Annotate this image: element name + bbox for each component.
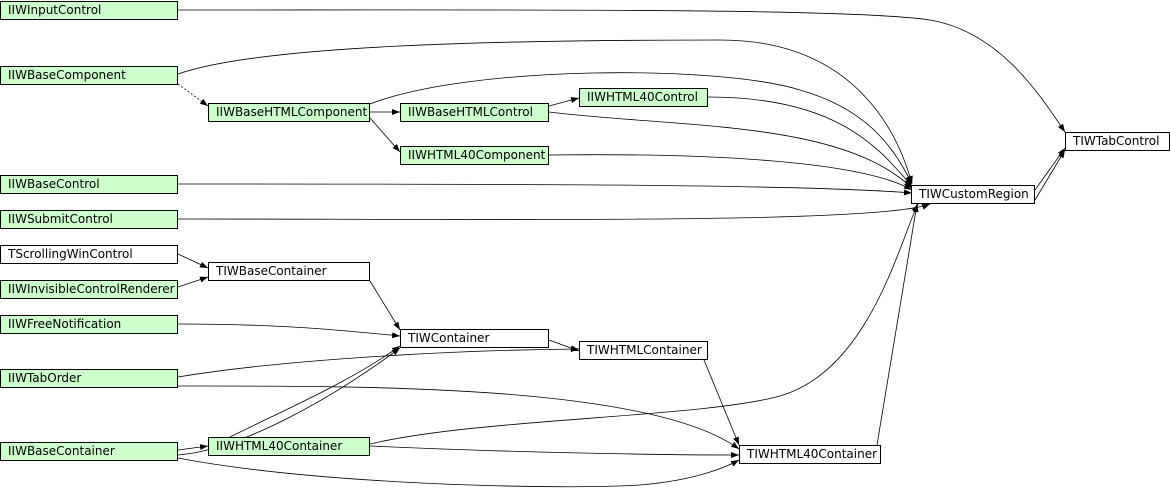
- node-tiw-container[interactable]: TIWContainer: [400, 329, 549, 348]
- edge-basehtmlcomp-to-customregion: [369, 72, 913, 185]
- node-iiw-base-component[interactable]: IIWBaseComponent: [0, 66, 178, 85]
- node-iiw-free-notification[interactable]: IIWFreeNotification: [0, 315, 178, 334]
- edge-basecomp-to-basehtmlcomp: [177, 83, 209, 107]
- node-iiw-base-html-component[interactable]: IIWBaseHTMLComponent: [208, 103, 370, 122]
- edge-basecomp-to-customregion: [177, 39, 913, 185]
- edge-customregion-to-tabcontrol-1: [1034, 147, 1066, 191]
- node-iiw-submit-control[interactable]: IIWSubmitControl: [0, 210, 178, 229]
- node-iiw-base-html-control[interactable]: IIWBaseHTMLControl: [400, 103, 549, 122]
- node-iiw-tab-order[interactable]: IIWTabOrder: [0, 369, 178, 388]
- node-iiw-html40-component[interactable]: IIWHTML40Component: [400, 146, 549, 165]
- edge-customregion-to-tabcontrol-2: [1034, 149, 1066, 201]
- edge-iiwbasecont-to-iiwhtml40cont: [177, 444, 209, 451]
- node-iiw-invisible-control-renderer[interactable]: IIWInvisibleControlRenderer: [0, 280, 178, 299]
- node-iiw-base-container[interactable]: IIWBaseContainer: [0, 442, 178, 461]
- node-iiw-html40-control[interactable]: IIWHTML40Control: [579, 88, 708, 107]
- node-tiw-html40-container[interactable]: TIWHTML40Container: [739, 445, 881, 464]
- edge-iiwhtml40cont-to-container: [229, 345, 401, 438]
- edge-basehtmlctrl-to-customregion: [548, 111, 913, 189]
- edge-scrolling-to-basecontainer: [177, 253, 209, 269]
- edge-basehtmlcomp-to-html40comp: [369, 117, 401, 153]
- edge-html40container-to-customregion: [876, 203, 919, 446]
- node-tiw-tab-control[interactable]: TIWTabControl: [1065, 132, 1170, 151]
- edge-basecontrol-to-customregion: [177, 183, 913, 196]
- edge-iiwbasecont-to-container: [177, 347, 401, 456]
- node-iiw-html40-container[interactable]: IIWHTML40Container: [208, 437, 370, 456]
- node-tiw-custom-region[interactable]: TIWCustomRegion: [911, 185, 1035, 204]
- edge-iiwbasecont-to-html40container: [177, 457, 740, 488]
- edge-input-to-tabcontrol: [177, 9, 1066, 133]
- edge-html40comp-to-customregion: [548, 154, 913, 191]
- edge-taborder-to-htmlcontainer: [177, 346, 580, 378]
- edge-basecontainer-to-container: [369, 280, 401, 331]
- edge-invisible-to-basecontainer: [177, 276, 209, 288]
- edge-submitcontrol-to-customregion: [177, 203, 931, 220]
- node-tscrolling-win-control[interactable]: TScrollingWinControl: [0, 245, 178, 264]
- edge-taborder-to-html40container: [177, 385, 740, 450]
- edge-freenotif-to-container: [177, 323, 401, 339]
- node-tiw-base-container[interactable]: TIWBaseContainer: [208, 262, 370, 281]
- edge-iiwhtml40cont-to-html40container: [369, 445, 740, 458]
- node-tiw-html-container[interactable]: TIWHTMLContainer: [579, 341, 708, 360]
- edge-basehtmlctrl-to-html40ctrl: [548, 97, 580, 107]
- node-iiw-base-control[interactable]: IIWBaseControl: [0, 175, 178, 194]
- edge-iiwhtml40cont-to-customregion: [369, 203, 919, 445]
- edge-html40ctrl-to-customregion: [707, 96, 913, 187]
- edge-htmlcontainer-to-html40container: [703, 359, 740, 446]
- node-iiw-input-control[interactable]: IIWInputControl: [0, 1, 178, 20]
